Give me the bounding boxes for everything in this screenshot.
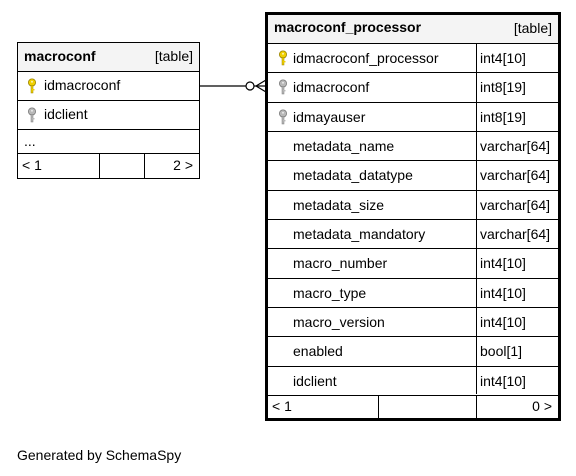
table-title: macroconf (24, 48, 96, 64)
column-name: macro_number (293, 255, 388, 272)
column-row[interactable]: idclient (18, 101, 199, 130)
column-row[interactable]: macro_number int4[10] (268, 249, 558, 279)
foreign-key-icon (27, 107, 37, 123)
column-row[interactable]: metadata_name varchar[64] (268, 132, 558, 162)
table-macroconf[interactable]: macroconf [table] idmacroconf idclient ..… (17, 42, 200, 179)
column-name: idclient (293, 372, 337, 389)
foreign-key-icon (278, 109, 288, 125)
crowfoot-lower (255, 85, 267, 93)
column-type: varchar[64] (480, 137, 551, 154)
table-type-label: [table] (154, 48, 193, 64)
more-columns-row: ... (18, 131, 199, 154)
column-type: varchar[64] (480, 167, 551, 184)
column-row[interactable]: enabled bool[1] (268, 337, 558, 367)
column-row[interactable]: idmayauser int8[19] (268, 103, 558, 132)
column-type: int8[19] (480, 108, 526, 125)
column-row[interactable]: idmacroconf int8[19] (268, 73, 558, 103)
column-name: idmacroconf (44, 77, 121, 93)
column-name: metadata_datatype (293, 167, 413, 184)
column-name: macro_type (293, 284, 367, 301)
column-name: idmacroconf_processor (293, 50, 439, 66)
parents-count[interactable]: < 1 (22, 157, 42, 173)
column-type: bool[1] (480, 343, 523, 360)
table-footer: < 1 2 > (18, 154, 199, 178)
column-type: varchar[64] (480, 196, 551, 213)
children-count[interactable]: 0 > (532, 398, 552, 414)
table-footer: < 1 0 > (268, 396, 558, 418)
column-name: metadata_mandatory (293, 225, 426, 242)
column-row[interactable]: macro_version int4[10] (268, 308, 558, 338)
foreign-key-icon (278, 79, 288, 95)
column-type: int4[10] (480, 313, 526, 330)
column-name: idclient (44, 106, 88, 122)
column-row[interactable]: idmacroconf_processor int4[10] (268, 44, 558, 74)
zero-cardinality-marker (245, 81, 255, 91)
children-count[interactable]: 2 > (173, 157, 193, 173)
column-type: int4[10] (480, 50, 526, 66)
relationship-macroconf-to-processor (199, 79, 267, 93)
column-name: metadata_name (293, 137, 395, 154)
more-columns-indicator: ... (24, 133, 36, 149)
column-name: enabled (293, 343, 343, 360)
column-type: int4[10] (480, 255, 526, 272)
parents-count[interactable]: < 1 (272, 398, 292, 414)
column-row[interactable]: metadata_size varchar[64] (268, 191, 558, 220)
table-macroconf-processor[interactable]: macroconf_processor [table] idmacroconf_… (265, 12, 561, 421)
column-type: int4[10] (480, 284, 526, 301)
column-row[interactable]: metadata_mandatory varchar[64] (268, 220, 558, 250)
column-name: metadata_size (293, 196, 385, 213)
column-row[interactable]: macro_type int4[10] (268, 279, 558, 308)
column-row[interactable]: metadata_datatype varchar[64] (268, 161, 558, 191)
column-name: macro_version (293, 313, 385, 330)
column-row[interactable]: idclient int4[10] (268, 367, 558, 396)
column-divider (476, 44, 477, 394)
column-type: varchar[64] (480, 225, 551, 242)
column-row[interactable]: idmacroconf (18, 72, 199, 101)
primary-key-icon (27, 78, 37, 94)
primary-key-icon (278, 50, 288, 66)
column-type: int4[10] (480, 372, 526, 389)
table-header: macroconf_processor [table] (268, 15, 558, 44)
crowfoot-upper (255, 79, 267, 87)
generated-by-label: Generated by SchemaSpy (17, 447, 182, 463)
column-name: idmacroconf (293, 79, 370, 96)
table-type-label: [table] (513, 20, 552, 36)
column-type: int8[19] (480, 79, 526, 96)
table-header: macroconf [table] (18, 43, 199, 72)
table-title: macroconf_processor (274, 19, 422, 35)
column-name: idmayauser (293, 108, 366, 125)
